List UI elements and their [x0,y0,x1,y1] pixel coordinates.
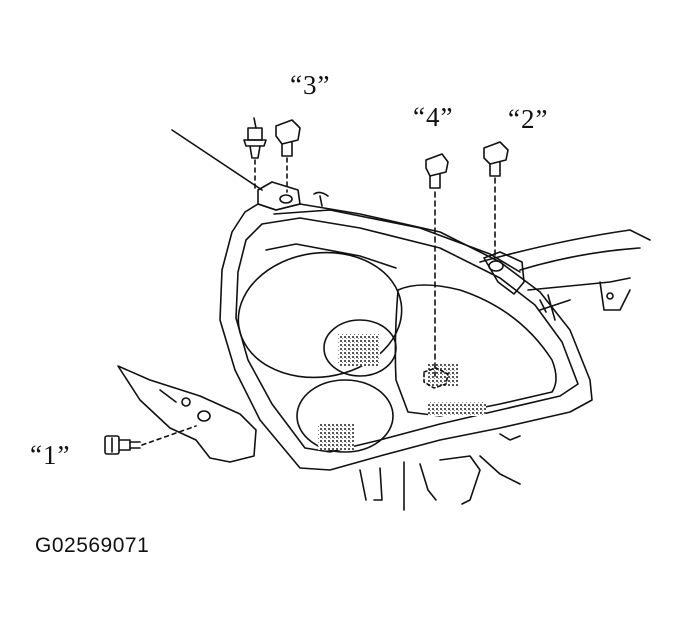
callout-2: “2” [508,104,549,134]
bolt-1-icon [104,435,141,455]
headlamp-housing-outer [219,203,593,471]
lower-left-bracket [117,365,257,463]
lower-support-structure [359,433,521,511]
bolt-1-guide-line [141,425,197,446]
fender-edge-line [171,129,263,191]
figure-id: G02569071 [35,534,150,557]
clip-fastener-icon [243,117,267,159]
housing-top-ridge [273,209,521,273]
body-panel-right [313,191,651,321]
callout-4: “4” [413,102,454,132]
lower-reflector [296,379,394,453]
left-mounting-tab [257,181,301,211]
callout-1: “1” [30,440,71,470]
callout-3: “3” [290,70,331,100]
side-reflector [394,284,557,417]
upper-reflector [237,243,403,379]
hidden-mount-point [423,367,449,389]
headlamp-lens-inner [235,217,579,453]
bolt-2-icon [483,141,509,177]
right-mounting-tab [483,251,525,295]
bolt-3-icon [275,119,301,157]
bolt-4-icon [425,153,449,189]
